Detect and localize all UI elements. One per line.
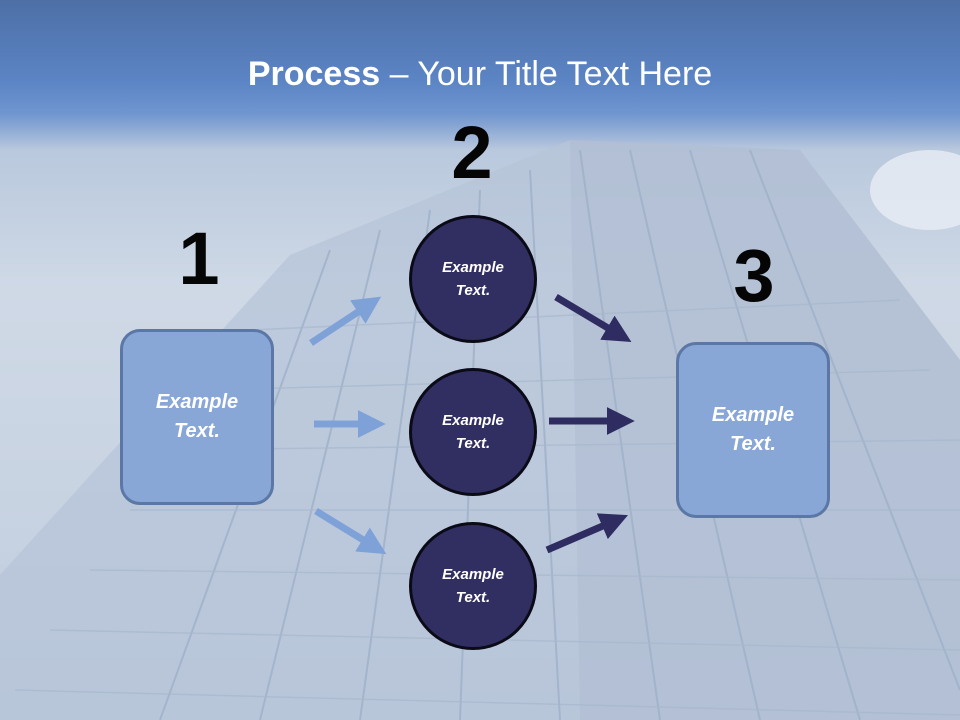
right-box-text: Example Text. — [711, 404, 795, 455]
title-rest: – Your Title Text Here — [380, 55, 713, 93]
arrow-down-right-icon — [314, 508, 387, 555]
title-bold: Process — [247, 55, 381, 93]
header-band — [0, 0, 960, 150]
step-number-3: 3 — [733, 234, 775, 317]
step-number-2: 2 — [451, 111, 493, 194]
left-box-text: Example Text. — [155, 391, 239, 442]
slide-title: Process – Your Title Text Here — [0, 50, 960, 98]
left-process-box[interactable]: Example Text. — [120, 329, 274, 505]
top-process-circle[interactable]: Example Text. — [409, 215, 537, 343]
middle-process-circle[interactable]: Example Text. — [409, 368, 537, 496]
step-number-1: 1 — [178, 217, 220, 300]
bottom-circle-text: Example Text. — [442, 566, 504, 606]
bottom-process-circle[interactable]: Example Text. — [409, 522, 537, 650]
right-process-box[interactable]: Example Text. — [676, 342, 830, 518]
arrow-down-right-dark-icon — [554, 293, 632, 343]
arrow-up-right-dark-icon — [545, 513, 629, 554]
middle-circle-text: Example Text. — [442, 412, 504, 452]
top-circle-text: Example Text. — [442, 259, 504, 299]
arrow-up-right-icon — [309, 296, 382, 346]
